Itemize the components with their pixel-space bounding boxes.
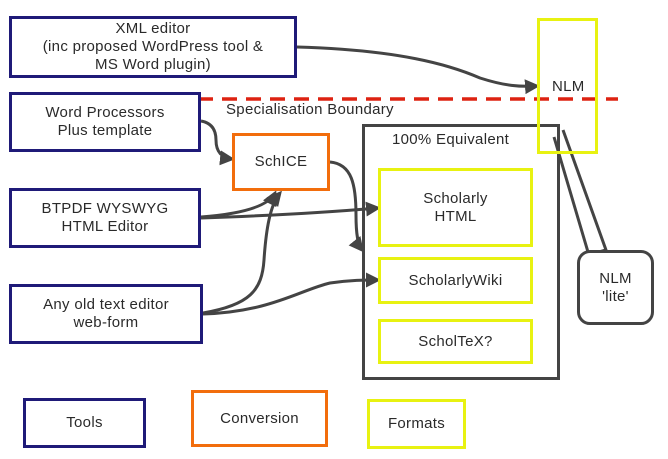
equivalent-formats-container bbox=[362, 124, 560, 380]
schice-box: SchICE bbox=[232, 133, 330, 191]
word-processors-box: Word Processors Plus template bbox=[9, 92, 201, 152]
arrow-xml-to-nlm bbox=[296, 45, 540, 95]
scholarly-wiki-box: ScholarlyWiki bbox=[378, 257, 533, 304]
arrow-texteditor-to-scholarlywiki bbox=[202, 272, 381, 316]
legend-formats: Formats bbox=[367, 399, 466, 449]
arrow-wordproc-to-schice bbox=[200, 119, 235, 166]
text-editor-box: Any old text editor web-form bbox=[9, 284, 203, 344]
arrow-schice-to-formats bbox=[329, 160, 364, 253]
equivalent-label: 100% Equivalent bbox=[392, 131, 510, 148]
scholtex-box: ScholTeX? bbox=[378, 319, 533, 364]
scholarly-html-box: Scholarly HTML bbox=[378, 168, 533, 247]
xml-editor-box: XML editor (inc proposed WordPress tool … bbox=[9, 16, 297, 78]
nlm-label: NLM bbox=[551, 78, 586, 96]
legend-tools: Tools bbox=[23, 398, 146, 448]
legend-conversion: Conversion bbox=[191, 390, 328, 447]
btpdf-editor-box: BTPDF WYSWYG HTML Editor bbox=[9, 188, 201, 248]
nlm-lite-callout: NLM 'lite' bbox=[577, 250, 654, 325]
nlm-box bbox=[537, 18, 598, 154]
arrow-btpdf-to-schice bbox=[200, 190, 277, 219]
specialisation-boundary-label: Specialisation Boundary bbox=[226, 101, 394, 118]
arrow-texteditor-to-schice bbox=[202, 190, 282, 315]
